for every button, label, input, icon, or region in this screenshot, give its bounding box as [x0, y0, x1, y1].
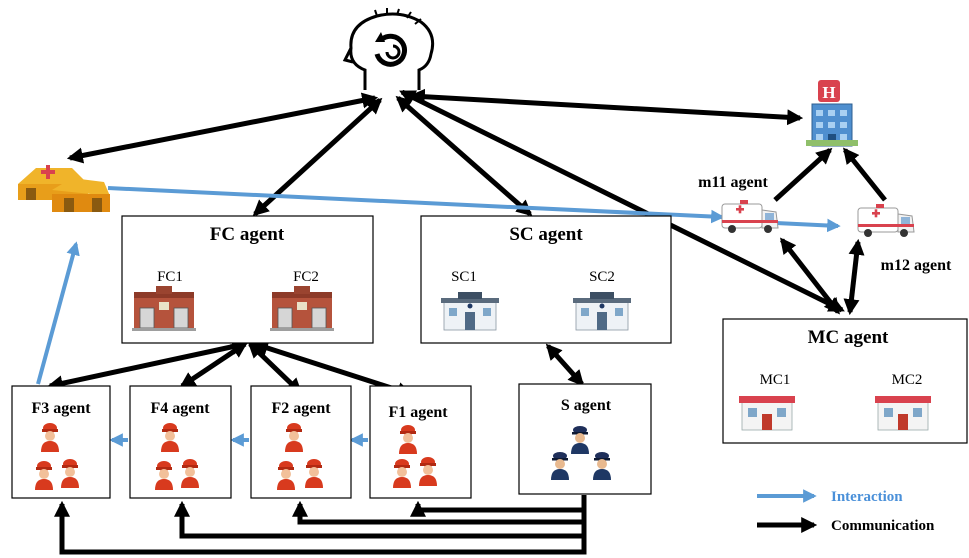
ambulance-icon: [857, 203, 915, 238]
f4-agent-title: F4 agent: [150, 400, 210, 417]
s-agent-title: S agent: [561, 397, 612, 414]
sc-agent-title: SC agent: [509, 224, 583, 245]
sc2-label: SC2: [589, 269, 615, 285]
fc1-label: FC1: [157, 269, 183, 285]
f4-agent-box: F4 agent: [129, 385, 232, 499]
s-agent-box: S agent: [518, 383, 652, 495]
communication-legend-label: Communication: [831, 518, 935, 534]
svg-text:H: H: [822, 83, 835, 102]
brain-refresh-icon: [342, 8, 435, 90]
medical-center-icon: [738, 391, 796, 431]
mc-agent-title: MC agent: [808, 327, 889, 348]
m11-agent-label: m11 agent: [698, 174, 768, 191]
f1-agent-title: F1 agent: [388, 404, 448, 421]
fc-agent-box: FC agent FC1 FC2: [121, 215, 374, 344]
f1-agent-box: F1 agent: [369, 385, 472, 499]
f3-agent-title: F3 agent: [31, 400, 91, 417]
mc1-label: MC1: [760, 372, 791, 388]
mc2-label: MC2: [892, 372, 923, 388]
f2-agent-title: F2 agent: [271, 400, 331, 417]
f3-agent-box: F3 agent: [11, 385, 111, 499]
arrows: [36, 88, 887, 555]
sc-agent-box: SC agent SC1 SC2: [420, 215, 672, 344]
m12-agent: m12 agent: [857, 203, 952, 274]
m11-agent: m11 agent: [698, 174, 779, 234]
sc1-label: SC1: [451, 269, 477, 285]
fc2-label: FC2: [293, 269, 319, 285]
shelter-icon: [18, 165, 110, 212]
f2-agent-box: F2 agent: [250, 385, 352, 499]
fc-agent-title: FC agent: [210, 224, 285, 245]
fire-station-icon: [131, 285, 197, 332]
ambulance-icon: [721, 199, 779, 234]
hospital-icon: H: [806, 80, 858, 147]
medical-center-icon: [874, 391, 932, 431]
fire-station-icon: [269, 285, 335, 332]
legend: Interaction Communication: [757, 489, 935, 534]
interaction-legend-label: Interaction: [831, 489, 903, 505]
mc-agent-box: MC agent MC1 MC2: [722, 318, 968, 444]
m12-agent-label: m12 agent: [881, 257, 952, 274]
